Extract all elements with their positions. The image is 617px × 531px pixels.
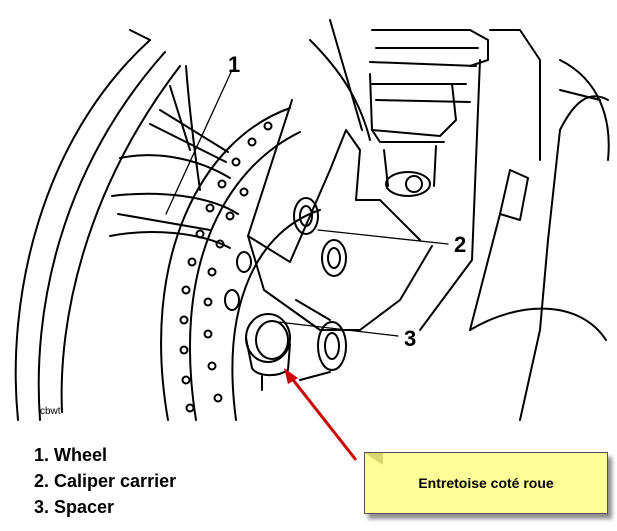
legend-item-caliper-carrier: 2. Caliper carrier	[34, 471, 177, 491]
annotation-text: Entretoise coté roue	[418, 475, 554, 491]
watermark: cbwt	[40, 406, 61, 417]
pointer-arrow	[284, 368, 358, 461]
spacer	[245, 313, 291, 391]
callout-2: 2	[454, 232, 466, 257]
annotation-note: Entretoise coté roue	[364, 452, 608, 514]
legend-item-spacer: 3. Spacer	[34, 497, 115, 517]
brake-disc	[160, 107, 321, 421]
legend-item-wheel: 1. Wheel	[34, 445, 108, 465]
callout-3: 3	[404, 326, 416, 351]
fork-leg	[309, 19, 610, 421]
wheel	[14, 29, 239, 421]
legend: 1. Wheel 2. Caliper carrier 3. Spacer	[34, 442, 176, 520]
caliper-carrier	[247, 99, 433, 381]
leader-line-3	[277, 321, 399, 337]
callout-1: 1	[228, 52, 240, 77]
leader-line-1	[165, 69, 233, 215]
leader-line-2	[317, 229, 449, 245]
note-fold	[365, 453, 383, 465]
